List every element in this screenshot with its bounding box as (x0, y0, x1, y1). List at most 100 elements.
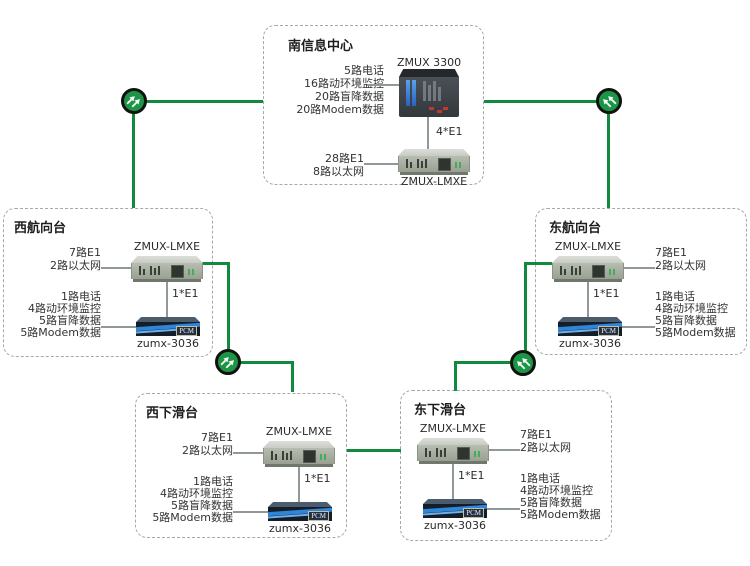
vent-bar (417, 159, 419, 168)
green-led (320, 454, 322, 460)
device-port (303, 450, 316, 463)
green-led (613, 269, 615, 275)
device-label-zmux-lmxe: ZMUX-LMXE (554, 240, 622, 253)
fiber-line-west-glide-drop (291, 361, 294, 392)
device-front-face: PCM (423, 504, 487, 518)
fiber-line-center-to-west-course-v (132, 100, 135, 208)
green-led (478, 451, 480, 457)
pcm-badge: PCM (598, 326, 619, 336)
fiber-link-icon (510, 350, 536, 376)
device-port (438, 158, 451, 171)
feature-line: 5路Modem数据 (655, 326, 736, 339)
device-label-zumx-3036: zumx-3036 (137, 337, 199, 350)
feature-line: 28路E1 (325, 152, 364, 165)
green-led (459, 162, 461, 168)
device-base (419, 461, 487, 464)
e1-link-line (427, 117, 429, 149)
vent-bar (275, 454, 277, 460)
vent-bar (429, 451, 431, 457)
station-box-west-course: 西航向台 7路E1 2路以太网 ZMUX-LMXE 1*E1 1路电话 4路动环… (3, 208, 213, 357)
feature-line: 8路以太网 (313, 165, 364, 178)
gray-module-bar (438, 87, 441, 101)
device-port (171, 265, 184, 278)
e1-link-label: 1*E1 (172, 287, 199, 300)
zmux-lmxe-device (552, 256, 624, 282)
gray-module-bar (423, 81, 426, 101)
device-top-face (399, 69, 459, 77)
gray-module-bar (428, 85, 431, 101)
device-front-face (131, 263, 203, 279)
connector-line (101, 326, 136, 328)
fiber-link-icon (215, 349, 241, 375)
connector-line (367, 84, 399, 86)
device-label-zmux-lmxe: ZMUX-LMXE (265, 425, 333, 438)
vent-bar (282, 451, 284, 460)
device-top-face (136, 317, 200, 322)
feature-line: 4路动环境监控 (655, 302, 728, 315)
fiber-line-center-to-east-course-v (607, 100, 610, 208)
vent-bar (560, 266, 562, 275)
device-front-face: PCM (558, 322, 622, 336)
vent-bar (571, 266, 573, 275)
station-box-east-glide: 东下滑台 7路E1 2路以太网 ZMUX-LMXE 1*E1 1路电话 4路动环… (400, 390, 612, 541)
feature-line: 4路动环境监控 (520, 484, 593, 497)
vent-bar (139, 266, 141, 275)
vent-bar (158, 266, 160, 275)
station-title: 东航向台 (549, 221, 602, 236)
device-front-face (263, 448, 335, 464)
fiber-line-west-glide-to-east-glide (347, 449, 401, 452)
e1-link-label: 1*E1 (304, 472, 331, 485)
device-front-face: PCM (136, 322, 200, 336)
device-label-zmux-lmxe: ZMUX-LMXE (400, 175, 468, 188)
connector-line (233, 452, 263, 454)
device-top-face (552, 256, 624, 263)
device-front-face (552, 263, 624, 279)
device-top-face (398, 149, 470, 156)
device-base (133, 279, 201, 282)
feature-line: 20路Modem数据 (296, 103, 384, 116)
feature-line: 4路动环境监控 (160, 487, 233, 500)
fiber-link-icon (596, 88, 622, 114)
device-front-face (398, 156, 470, 172)
vent-bar (425, 448, 427, 457)
zumx-3036-device: PCM (136, 317, 200, 336)
feature-line: 5路盲降数据 (655, 314, 717, 327)
device-port (457, 447, 470, 460)
zumx-3036-device: PCM (268, 502, 332, 521)
device-label-zmux-lmxe: ZMUX-LMXE (419, 422, 487, 435)
fiber-line-west-glide-h (227, 361, 294, 364)
zmux-lmxe-device (417, 438, 489, 464)
device-top-face (268, 502, 332, 507)
device-port (592, 265, 605, 278)
feature-line: 4路动环境监控 (28, 302, 101, 315)
e1-link-line (587, 280, 589, 317)
feature-line: 1路电话 (655, 290, 695, 303)
red-indicator (437, 110, 442, 113)
zmux-lmxe-device (131, 256, 203, 282)
green-led (192, 269, 194, 275)
device-label-zmux3300: ZMUX 3300 (397, 56, 462, 69)
upper-feature-list: 7路E1 2路以太网 (6, 246, 101, 272)
green-led (455, 162, 457, 168)
connector-line (487, 508, 520, 510)
feature-line: 20路盲降数据 (315, 90, 384, 103)
fiber-line-east-glide-drop (454, 361, 457, 391)
connector-line (101, 267, 131, 269)
red-indicator (429, 107, 434, 110)
zmux-3300-device (399, 69, 459, 117)
pcm-badge: PCM (176, 326, 197, 336)
lower-feature-list: 1路电话 4路动环境监控 5路盲降数据 5路Modem数据 (4, 291, 101, 339)
feature-line: 5路盲降数据 (171, 499, 233, 512)
device-top-face (558, 317, 622, 322)
feature-line: 5路电话 (344, 64, 384, 77)
fiber-line-east-glide-h (456, 361, 527, 364)
connector-line (489, 449, 520, 451)
green-led (609, 269, 611, 275)
e1-link-line (298, 465, 300, 502)
connector-line (622, 326, 655, 328)
fiber-line-center-to-east-course-h (484, 100, 609, 103)
vent-bar (154, 268, 156, 275)
connector-line (233, 511, 268, 513)
fiber-link-icon (121, 88, 147, 114)
